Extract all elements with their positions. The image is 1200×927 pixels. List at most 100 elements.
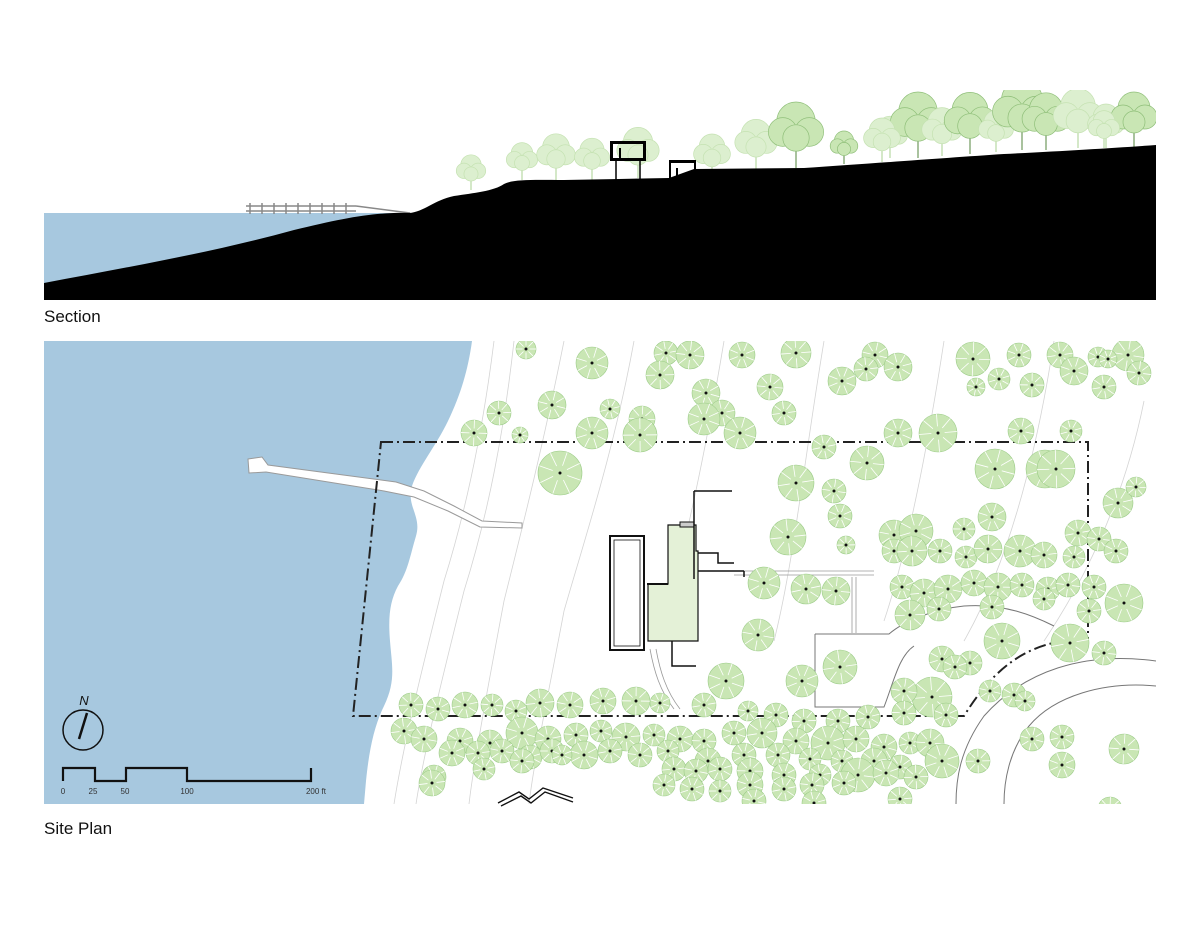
tree-canopy — [977, 502, 1007, 532]
tree-canopy — [1055, 572, 1081, 598]
tree-canopy — [622, 417, 658, 453]
scale-tick-25: 25 — [89, 787, 98, 796]
tree-canopy — [1108, 733, 1140, 765]
section-cabin-small — [669, 160, 696, 179]
tree-canopy — [887, 786, 913, 804]
tree-canopy — [589, 687, 617, 715]
tree-canopy — [1048, 751, 1076, 779]
tree-canopy — [918, 413, 958, 453]
tree-canopy — [978, 679, 1002, 703]
tree-canopy — [827, 366, 857, 396]
tree-canopy — [1091, 640, 1117, 666]
tree-canopy — [525, 688, 555, 718]
north-arrow-needle — [77, 712, 89, 740]
tree-canopy — [855, 704, 881, 730]
section-ground — [44, 145, 1156, 300]
section-tree — [1110, 91, 1158, 147]
tree-canopy — [979, 594, 1005, 620]
tree-canopy — [1098, 349, 1118, 369]
tree-canopy — [821, 576, 851, 606]
tree-canopy — [1019, 726, 1045, 752]
tree-canopy — [556, 691, 584, 719]
tree-canopy — [1091, 374, 1117, 400]
house-plan — [609, 490, 745, 667]
section-caption: Section — [44, 307, 101, 326]
tree-canopy — [966, 377, 986, 397]
tree-canopy — [1030, 541, 1058, 569]
tree-canopy — [1050, 623, 1090, 663]
tree-canopy — [933, 702, 959, 728]
section-drawing — [44, 79, 1158, 300]
tree-canopy — [780, 341, 812, 369]
site-plan-svg: N 0 25 50 100 200 ft — [44, 341, 1156, 804]
tree-canopy — [756, 373, 784, 401]
tree-canopy — [842, 725, 870, 753]
scale-tick-50: 50 — [121, 787, 130, 796]
tree-canopy — [410, 725, 438, 753]
section-tree — [768, 101, 824, 168]
tree-canopy — [747, 566, 781, 600]
tree-canopy — [853, 356, 879, 382]
tree-canopy — [741, 788, 767, 804]
tree-canopy — [723, 416, 757, 450]
tree-canopy — [1098, 796, 1122, 804]
section-tree — [1088, 110, 1120, 148]
tree-canopy — [1062, 545, 1086, 569]
tree-canopy — [821, 478, 847, 504]
tree-canopy — [1009, 572, 1035, 598]
north-arrow-circle — [62, 709, 104, 751]
section-tree — [829, 130, 859, 164]
tree-canopy — [903, 764, 929, 790]
tree-canopy — [707, 756, 733, 782]
scale-bar: 0 25 50 100 200 ft — [61, 766, 327, 796]
section-svg — [44, 79, 1158, 300]
tree-canopy — [785, 664, 819, 698]
tree-canopy — [1103, 538, 1129, 564]
tree-canopy — [801, 790, 827, 804]
tree-canopy — [926, 596, 952, 622]
tree-canopy — [451, 691, 479, 719]
scale-tick-0: 0 — [61, 787, 66, 796]
tree-canopy — [883, 352, 913, 382]
tree-canopy — [896, 535, 928, 567]
tree-canopy — [960, 569, 988, 597]
tree-canopy — [460, 419, 488, 447]
tree-canopy — [769, 518, 807, 556]
tree-canopy — [954, 545, 978, 569]
scale-tick-100: 100 — [180, 787, 194, 796]
tree-canopy — [827, 503, 853, 529]
tree-canopy — [1104, 583, 1144, 623]
tree-canopy — [782, 727, 810, 755]
tree-canopy — [831, 770, 857, 796]
tree-canopy — [746, 717, 778, 749]
scale-bar-line — [61, 766, 313, 783]
tree-canopy — [708, 779, 732, 803]
tree-canopy — [489, 738, 515, 764]
tree-canopy — [418, 769, 446, 797]
tree-canopy — [707, 662, 745, 700]
section-tree — [616, 127, 660, 178]
section-tree — [536, 133, 576, 180]
tree-canopy — [575, 416, 609, 450]
house-long-wing — [609, 535, 645, 651]
tree-canopy — [589, 719, 613, 743]
tree-canopy — [924, 743, 960, 779]
tree-canopy — [898, 731, 922, 755]
plan-trees — [390, 341, 1152, 804]
tree-canopy — [645, 360, 675, 390]
tree-canopy — [1059, 419, 1083, 443]
tree-canopy — [486, 400, 512, 426]
tree-canopy — [952, 517, 976, 541]
section-tree — [734, 119, 778, 170]
tree-canopy — [691, 692, 717, 718]
tree-canopy — [728, 341, 756, 369]
tree-canopy — [1125, 476, 1147, 498]
tree-canopy — [537, 450, 583, 496]
tree-canopy — [1019, 372, 1045, 398]
tree-canopy — [537, 390, 567, 420]
section-trees — [455, 79, 1158, 190]
site-plan-caption: Site Plan — [44, 819, 113, 838]
scale-tick-200: 200 ft — [306, 787, 327, 796]
plan-water — [44, 341, 472, 804]
tree-canopy — [889, 574, 915, 600]
